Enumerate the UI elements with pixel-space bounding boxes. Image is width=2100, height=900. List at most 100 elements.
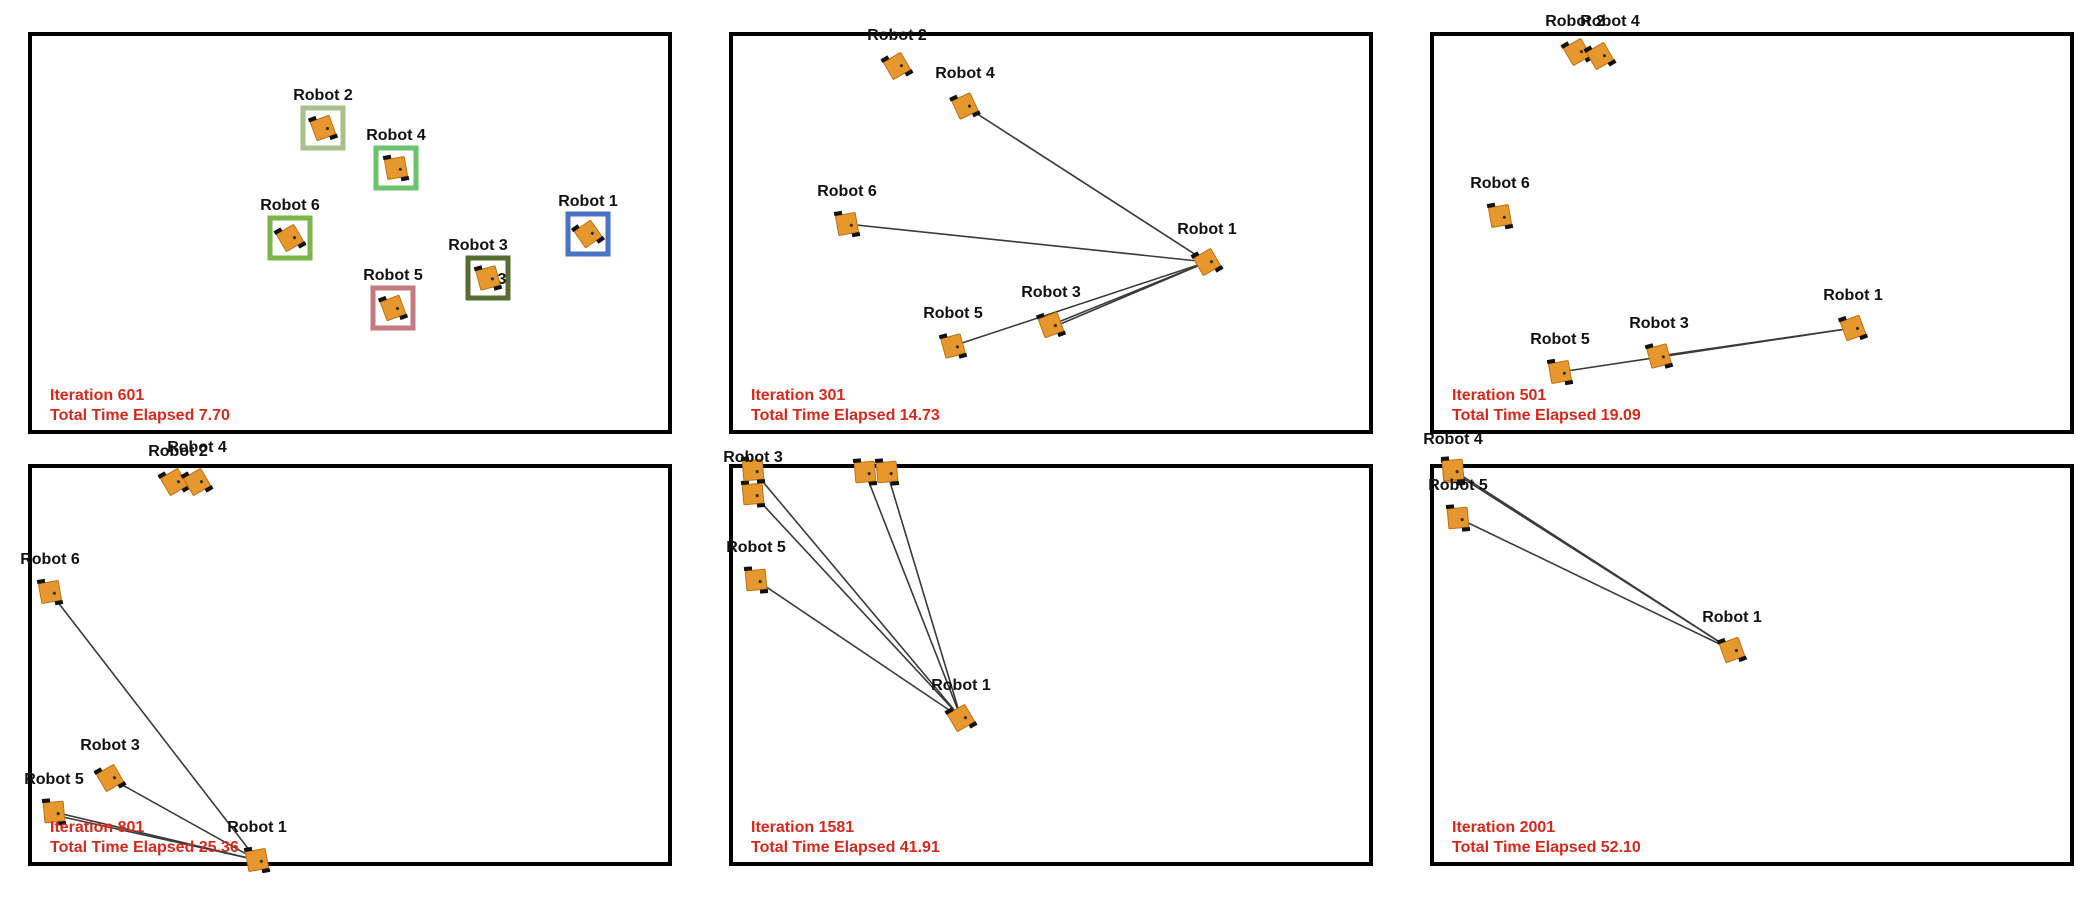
robot-name-label: Robot 5 [1428, 477, 1488, 494]
robot-name-label: Robot 4 [366, 127, 426, 144]
elapsed-time-label: Total Time Elapsed 25.36 [50, 839, 239, 856]
robot-icon [1445, 502, 1471, 534]
robot-robot-1: Robot 1 [1823, 287, 1883, 346]
robot-name-label: Robot 5 [923, 305, 983, 322]
robot-robot-1: Robot 1 [1177, 221, 1237, 281]
robot-robot-1: Robot 1 [227, 819, 287, 877]
robot-name-label: Robot 1 [558, 193, 618, 210]
robot-name-label: Robot 1 [931, 677, 991, 694]
robot-icon [272, 219, 308, 257]
robot-robot-4: Robot 4 [366, 127, 426, 191]
robot-icon [1582, 37, 1618, 75]
robot-robot-5: Robot 5 [923, 305, 983, 363]
connection-line [1658, 327, 1854, 357]
panel-4: Robot 1 Robot 2 Robot 3 Robot 4 Robot 5 Robot… [20, 439, 672, 877]
robot-robot-1: Robot 1 [1702, 609, 1762, 668]
robot-icon [938, 329, 968, 363]
robot-icon [36, 575, 64, 609]
iteration-label: Iteration 601 [50, 387, 144, 404]
robot-robot-3: Robot 3 [723, 449, 783, 486]
robot-robot-5: Robot 5 [1428, 477, 1488, 534]
connection-line [846, 223, 1208, 263]
robot-target-box [267, 215, 313, 261]
connection-line [1050, 261, 1208, 329]
robot-target-box [465, 255, 511, 301]
panel-3: Robot 1 Robot 2 Robot 3 Robot 4 Robot 5 Robot… [1430, 13, 2074, 434]
robot-icon [1716, 632, 1748, 668]
robot-icon [307, 110, 339, 146]
robot-icon [1189, 243, 1225, 281]
robot-robot-3: Robot 3 [1021, 284, 1081, 343]
elapsed-time-label: Total Time Elapsed 14.73 [751, 407, 940, 424]
robot-icon [740, 478, 766, 510]
connection-line [886, 471, 962, 719]
robot-robot-3: Robot 3 [80, 737, 140, 797]
robot-name-label: Robot 6 [20, 551, 80, 568]
panel-frame [1430, 32, 2074, 434]
panel-frame [28, 32, 672, 434]
robot-robot-5: Robot 5 [363, 267, 423, 331]
robot-icon [1644, 339, 1674, 373]
robot-icon [852, 456, 878, 488]
connection-line [752, 493, 962, 719]
robot-robot-2: Robot 2 [293, 87, 353, 151]
robot-icon [948, 88, 982, 124]
robot-robot-5: Robot 5 [24, 771, 84, 828]
elapsed-time-label: Total Time Elapsed 19.09 [1452, 407, 1641, 424]
robot-robot-1: Robot 1 [931, 677, 991, 737]
connection-line [109, 777, 258, 861]
iteration-label: Iteration 2001 [1452, 819, 1555, 836]
robot-name-label: Robot 4 [1423, 431, 1483, 448]
elapsed-time-label: Total Time Elapsed 7.70 [50, 407, 230, 424]
robot-name-label: Robot 1 [1702, 609, 1762, 626]
panel-5: Robot 1 Robot 3 Robot 5 Iteration 1581Total… [723, 449, 1373, 866]
robot-robot-6: Robot 6 [817, 183, 877, 241]
robot-icon [1837, 310, 1869, 346]
robot-robot-3: Robot 3 [1629, 315, 1689, 373]
connection-line [952, 261, 1208, 347]
connection-line [752, 469, 962, 719]
robot-robot-2: Robot 2 [1545, 13, 1605, 71]
robot-name-label: Robot 1 [1177, 221, 1237, 238]
connection-line [864, 471, 962, 719]
robot-icon [874, 456, 900, 488]
iteration-label: Iteration 1581 [751, 819, 854, 836]
robot-icon [382, 151, 410, 185]
robot-robot-5: Robot 5 [1530, 331, 1590, 389]
robot-name-label: Robot 4 [167, 439, 227, 456]
robot-name-label: Robot 2 [293, 87, 353, 104]
robot-robot-2: Robot 2 [867, 27, 927, 85]
robot-robot-4: Robot 4 [167, 439, 227, 501]
robot-icon [879, 47, 915, 85]
robot-icon [377, 290, 409, 326]
panel-frame [28, 464, 672, 866]
robot-name-label: Robot 5 [726, 539, 786, 556]
robot-robot-5: Robot 5 [726, 539, 786, 596]
robot-robot-6: Robot 6 [1470, 175, 1530, 233]
connection-line [1452, 471, 1733, 651]
robot-robot-4: Robot 4 [1423, 431, 1483, 486]
connection-line [964, 105, 1208, 263]
connection-line [49, 591, 258, 861]
robot-name-label: Robot 1 [1823, 287, 1883, 304]
robot-icon [1486, 199, 1514, 233]
robot-name-label: Robot 5 [1530, 331, 1590, 348]
robot-robot-1: Robot 1 [558, 193, 618, 257]
robot-icon [570, 215, 606, 253]
robot-name-label: Robot 2 [148, 443, 208, 460]
robot-name-label: Robot 3 [1629, 315, 1689, 332]
robot-name-label: Robot 4 [935, 65, 995, 82]
robot-robot-4: Robot 4 [1580, 13, 1640, 75]
robot-name-label: Robot 3 [80, 737, 140, 754]
robot-target-box [565, 211, 611, 257]
elapsed-time-label: Total Time Elapsed 41.91 [751, 839, 940, 856]
robot-name-label: Robot 6 [1470, 175, 1530, 192]
robot-name-label: Robot 2 [1545, 13, 1605, 30]
robot-name-label: Robot 4 [1580, 13, 1640, 30]
robot-robot-6: Robot 6 [260, 197, 320, 261]
robot-icon [92, 759, 128, 797]
robot-icon [833, 207, 861, 241]
robot-icon [473, 261, 503, 295]
robot-name-label: Robot 6 [260, 197, 320, 214]
